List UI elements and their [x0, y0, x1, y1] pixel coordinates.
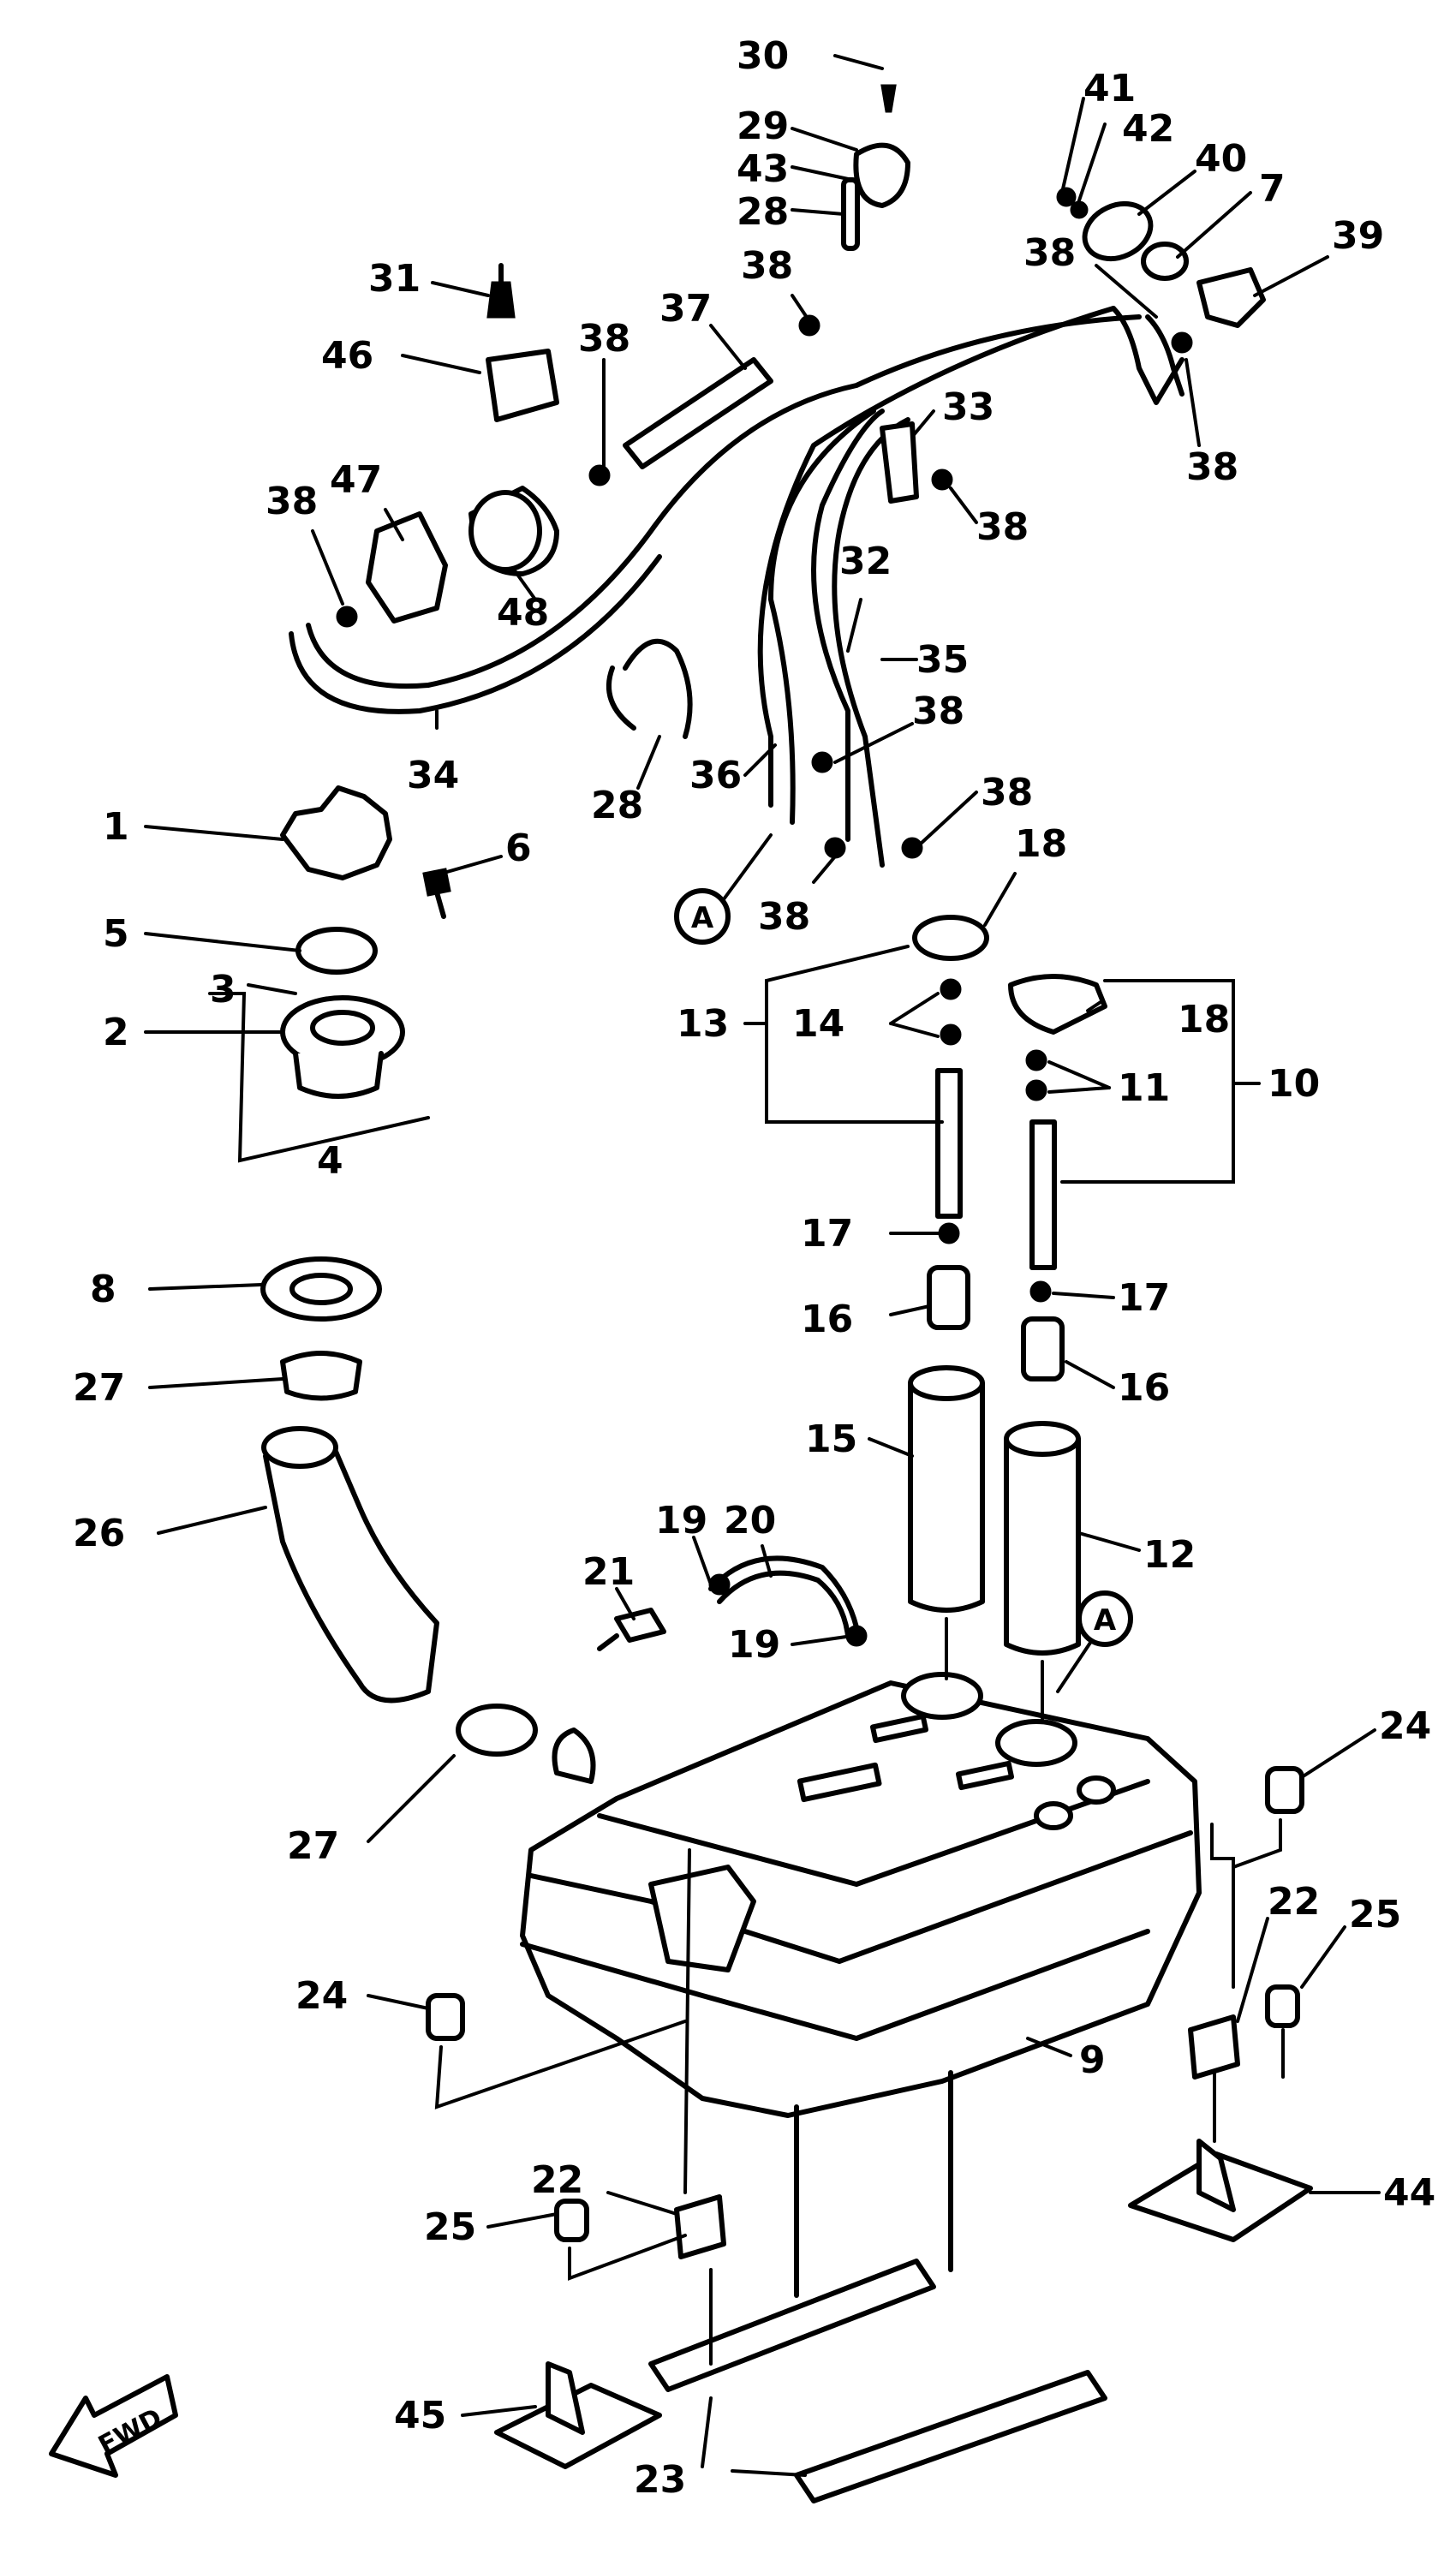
callout-14: 14 [792, 1002, 844, 1046]
callout-38: 38 [1186, 445, 1238, 489]
callout-36: 36 [689, 754, 742, 797]
callout-17: 17 [801, 1212, 853, 1256]
callout-7: 7 [1259, 167, 1286, 211]
callout-23: 23 [634, 2458, 686, 2502]
callout-17: 17 [1118, 1276, 1170, 1320]
callout-32: 32 [839, 540, 892, 583]
filler-hose-parts [260, 1256, 538, 1757]
callout-labels: 30 29 43 28 41 42 40 7 39 38 38 31 38 37… [73, 34, 1435, 2502]
vent-hose-parts [597, 1555, 868, 1651]
callout-38: 38 [578, 317, 630, 361]
mount-parts [426, 1766, 1313, 2469]
callout-3: 3 [210, 968, 236, 1011]
callout-12: 12 [1143, 1533, 1196, 1577]
svg-text:A: A [691, 901, 714, 935]
callout-20: 20 [724, 1499, 776, 1543]
callout-10: 10 [1268, 1062, 1320, 1106]
callout-8: 8 [90, 1268, 116, 1311]
top-components [336, 84, 1266, 859]
callout-6: 6 [505, 826, 532, 870]
leaders [144, 54, 1381, 2477]
callout-40: 40 [1195, 137, 1247, 181]
callout-5: 5 [103, 912, 129, 956]
svg-text:A: A [1094, 1603, 1117, 1638]
parts [260, 84, 1313, 2503]
callout-45: 45 [394, 2394, 446, 2438]
callout-47: 47 [330, 458, 382, 502]
hose-routing [289, 306, 1184, 868]
callout-22: 22 [1268, 1880, 1320, 1924]
callout-16: 16 [801, 1298, 853, 1341]
callout-38: 38 [266, 480, 318, 523]
callout-13: 13 [677, 1002, 729, 1046]
callout-38: 38 [976, 505, 1029, 549]
callout-38: 38 [912, 689, 964, 733]
callout-25: 25 [424, 2205, 476, 2249]
callout-2: 2 [103, 1011, 129, 1054]
callout-28: 28 [737, 190, 789, 234]
callout-9: 9 [1079, 2038, 1106, 2082]
callout-28: 28 [591, 784, 643, 827]
callout-19: 19 [655, 1499, 707, 1543]
callout-43: 43 [737, 147, 789, 191]
ref-a-upper: A [674, 833, 773, 945]
callout-30: 30 [737, 34, 789, 78]
reference-markers: A A [674, 833, 1133, 1693]
callout-18: 18 [1015, 822, 1067, 866]
callout-19: 19 [728, 1623, 780, 1667]
callout-18: 18 [1178, 998, 1230, 1041]
callout-31: 31 [368, 257, 421, 301]
callout-33: 33 [942, 385, 994, 429]
ref-a-lower: A [1056, 1590, 1133, 1693]
pickup-tubes [908, 915, 1107, 1656]
callout-27: 27 [73, 1366, 125, 1410]
callout-15: 15 [805, 1417, 857, 1461]
callout-37: 37 [659, 287, 712, 331]
callout-16: 16 [1118, 1366, 1170, 1410]
callout-29: 29 [737, 104, 789, 148]
callout-34: 34 [407, 754, 459, 797]
fuel-tank [520, 1672, 1202, 2298]
callout-27: 27 [287, 1824, 339, 1868]
callout-44: 44 [1383, 2171, 1435, 2215]
callout-26: 26 [73, 1512, 125, 1555]
callout-42: 42 [1122, 107, 1174, 151]
filler-neck-assembly [280, 785, 451, 1099]
callout-48: 48 [497, 591, 549, 635]
callout-38: 38 [758, 895, 810, 939]
callout-35: 35 [916, 638, 969, 682]
callout-41: 41 [1083, 67, 1136, 110]
callout-1: 1 [103, 805, 129, 849]
callout-25: 25 [1349, 1893, 1401, 1936]
mounting-pads [648, 2259, 1107, 2503]
callout-4: 4 [317, 1139, 343, 1183]
callout-22: 22 [531, 2158, 583, 2202]
callout-11: 11 [1118, 1066, 1170, 1110]
assembly-lines [434, 1617, 1285, 2366]
callout-39: 39 [1332, 214, 1384, 258]
callout-24: 24 [295, 1974, 348, 2018]
callout-38: 38 [1023, 231, 1076, 275]
callout-21: 21 [582, 1550, 635, 1594]
fwd-arrow: FWD [49, 2374, 178, 2478]
callout-38: 38 [981, 771, 1033, 815]
callout-38: 38 [741, 244, 793, 288]
callout-24: 24 [1379, 1704, 1431, 1748]
callout-46: 46 [321, 334, 373, 378]
